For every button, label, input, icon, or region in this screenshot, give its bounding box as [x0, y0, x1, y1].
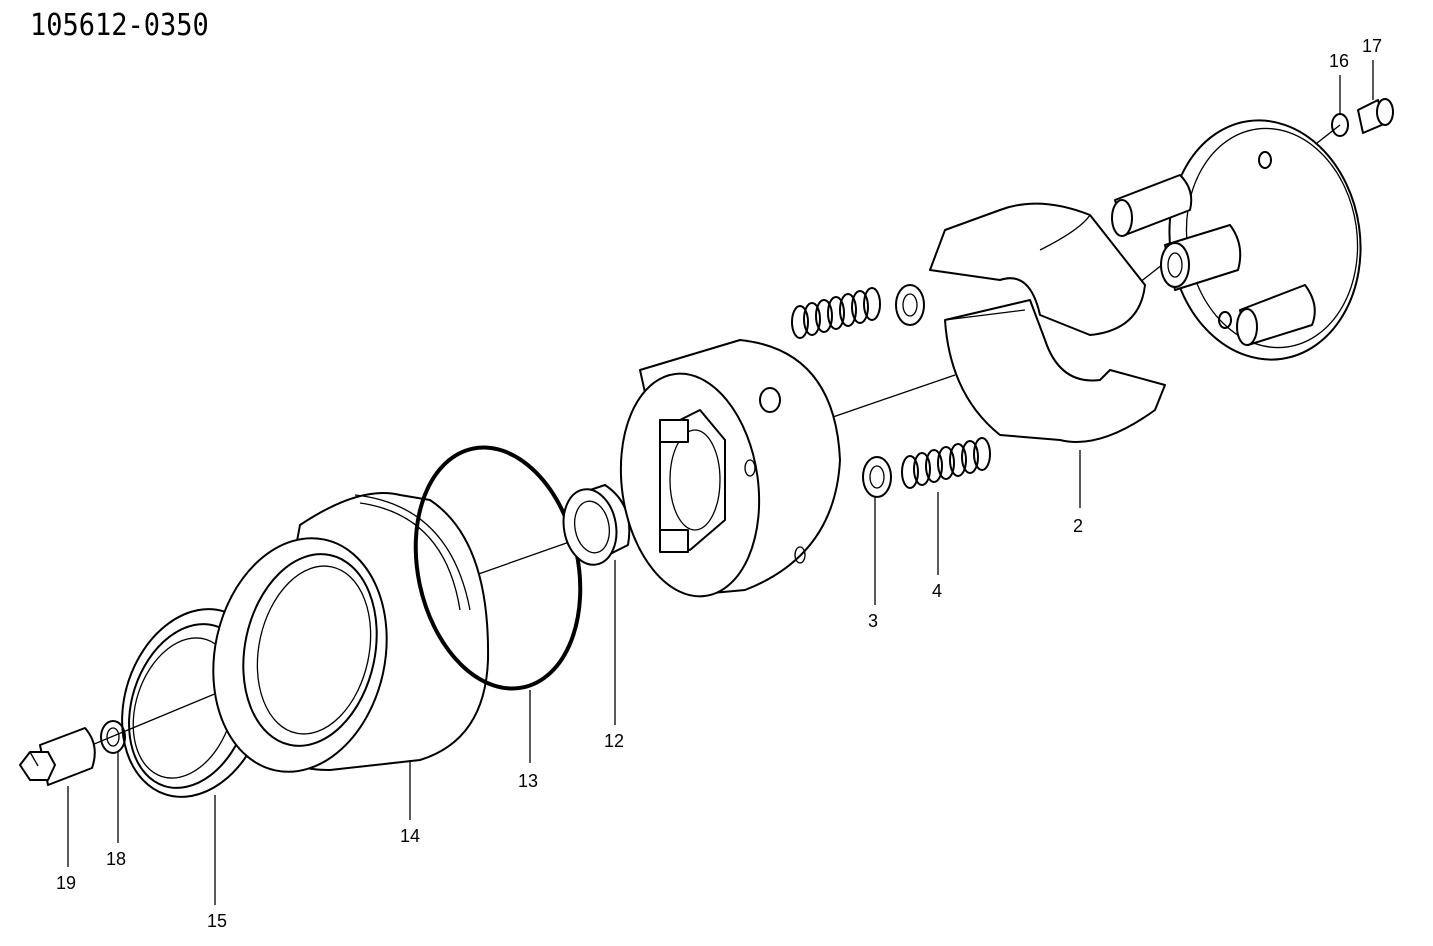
callout-2: 2	[1073, 516, 1083, 536]
part-17-screw	[1357, 98, 1394, 134]
callout-3: 3	[868, 611, 878, 631]
part-4-springs	[791, 287, 991, 489]
part-3-washers	[862, 284, 925, 498]
callout-18: 18	[106, 849, 126, 869]
leader-lines	[67, 60, 1374, 905]
part-number-title: 105612-0350	[30, 8, 209, 43]
hub-body	[619, 339, 841, 598]
part-18-washer	[100, 720, 126, 754]
callout-15: 15	[207, 911, 227, 931]
callout-13: 13	[518, 771, 538, 791]
callout-12: 12	[604, 731, 624, 751]
callout-4: 4	[932, 581, 942, 601]
callout-17: 17	[1362, 36, 1382, 56]
cover-plate	[1111, 119, 1362, 361]
callout-14: 14	[400, 826, 420, 846]
part-2-flyweights	[929, 202, 1166, 443]
callout-16: 16	[1329, 51, 1349, 71]
part-12-bushing	[562, 484, 631, 566]
part-14-housing	[212, 492, 490, 773]
callout-19: 19	[56, 873, 76, 893]
part-19-plug	[19, 727, 96, 786]
